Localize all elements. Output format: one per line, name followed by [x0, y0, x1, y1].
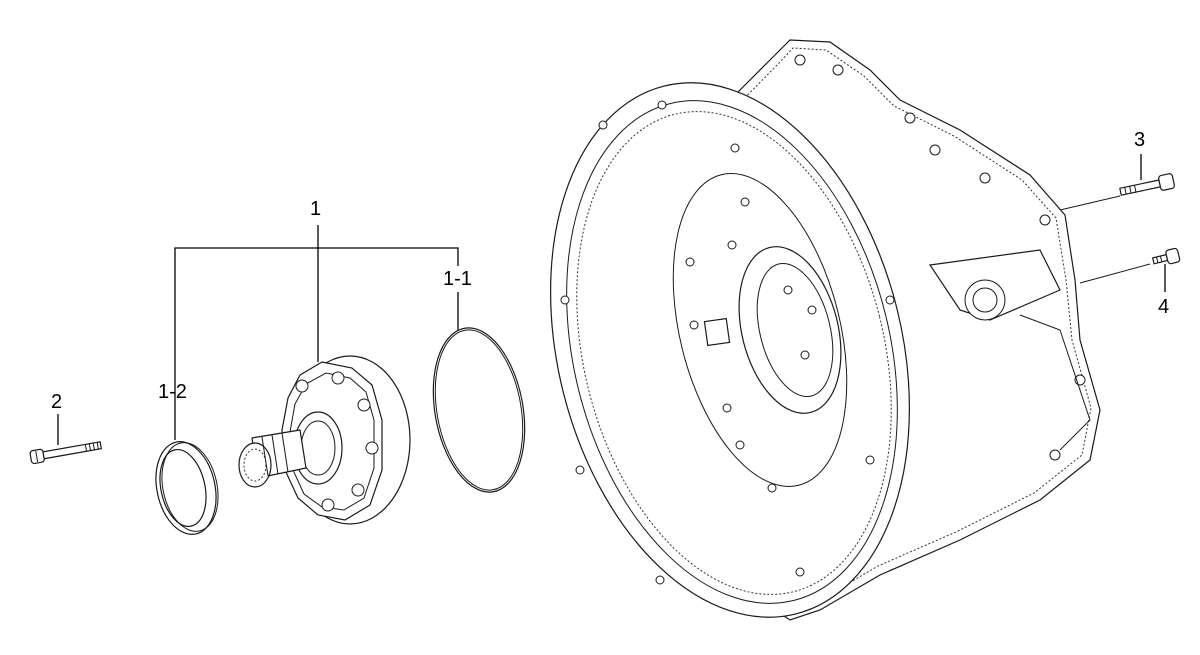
bell-hole-4 — [689, 320, 699, 330]
housing-boss-5 — [979, 172, 991, 184]
bell-hole-10 — [783, 285, 793, 295]
bolt-2-thread-c — [92, 442, 95, 450]
callout-1-2-label: 1-2 — [158, 381, 187, 403]
bolt-2-shank — [42, 441, 103, 460]
bolt-3-head — [1158, 173, 1175, 191]
bolt-3-thread-b — [1129, 186, 1132, 194]
pump-boss-3 — [357, 398, 371, 412]
housing-boss-4 — [929, 144, 941, 156]
bolt-3-thread-a — [1124, 187, 1127, 195]
bell-hole-8 — [807, 305, 817, 315]
bell-hole-6 — [735, 440, 745, 450]
housing-boss-2 — [832, 64, 844, 76]
pump-boss-4 — [365, 441, 379, 455]
seal-ring-inner — [159, 448, 207, 528]
housing-body-dash — [727, 47, 1092, 611]
bell-inner-face — [672, 173, 848, 487]
bell-hole-2 — [727, 240, 737, 250]
flange-hole-3 — [598, 120, 608, 130]
housing-port-inner — [972, 287, 998, 313]
bolt-4-shank — [1151, 253, 1169, 265]
bolt-2 — [29, 441, 103, 465]
pump-boss-2 — [331, 371, 345, 385]
axis-bolt-3 — [1059, 195, 1121, 211]
flange-hole-6 — [655, 575, 665, 585]
housing-boss-3 — [904, 112, 916, 124]
bolt-4 — [1151, 247, 1181, 265]
o-ring-1-1-inner — [434, 329, 524, 491]
pump-spline-line-c — [281, 432, 289, 473]
bell-center-bore-inner — [756, 262, 834, 398]
flange-hole-9 — [885, 295, 895, 305]
pump-boss-1 — [295, 379, 309, 393]
flange-hole-2 — [730, 143, 740, 153]
leader-lines — [57, 154, 1166, 445]
bell-flange-outer — [550, 82, 910, 618]
o-ring-1-1 — [432, 327, 526, 493]
seal-ring-edge — [161, 442, 219, 532]
seal-ring-1-2 — [155, 441, 219, 535]
pump-spline-line-b — [271, 434, 279, 475]
bell-hole-1 — [740, 197, 750, 207]
housing-boss-6 — [1039, 214, 1051, 226]
callout-1-1-label: 1-1 — [443, 268, 472, 290]
bell-hole-3 — [685, 257, 695, 267]
bell-hole-7 — [767, 483, 777, 493]
callout-3-label: 3 — [1134, 129, 1145, 151]
bell-hole-9 — [800, 350, 810, 360]
flange-hole-5 — [575, 465, 585, 475]
bell-flange-inner — [566, 100, 898, 604]
bolt-2-thread-a — [84, 444, 88, 452]
callout-2-label: 2 — [51, 391, 62, 413]
flange-hole-7 — [795, 567, 805, 577]
flange-hole-8 — [865, 455, 875, 465]
callout-1-label: 1 — [310, 198, 321, 220]
housing-boss-8 — [1049, 449, 1061, 461]
bolt-3 — [1119, 173, 1175, 196]
axis-bolt-4 — [1079, 263, 1151, 284]
housing-rib — [1019, 314, 1091, 451]
callout-4-label: 4 — [1158, 296, 1169, 318]
flange-hole-1 — [657, 100, 667, 110]
bolt-4-thread-b — [1159, 255, 1163, 262]
bolt-4-thread-a — [1156, 256, 1159, 263]
bolt-2-head-socket — [35, 451, 39, 463]
pump-boss-6 — [321, 498, 335, 512]
pump-1 — [238, 355, 411, 525]
bolt-4-head — [1165, 247, 1181, 265]
flange-hole-4 — [560, 295, 570, 305]
pump-boss-5 — [351, 483, 365, 497]
bolt-3-thread-c — [1134, 185, 1137, 193]
leader-bracket-1 — [174, 247, 459, 405]
bolt-2-thread-d — [96, 442, 99, 450]
bell-hole-5 — [722, 403, 732, 413]
pump-spline-line-a — [261, 436, 269, 477]
bolt-2-thread-b — [88, 443, 91, 451]
bell-flange-dash — [576, 111, 892, 595]
housing-boss-1 — [794, 54, 806, 66]
transmission-housing — [550, 39, 1101, 621]
bell-square-boss — [703, 317, 731, 347]
